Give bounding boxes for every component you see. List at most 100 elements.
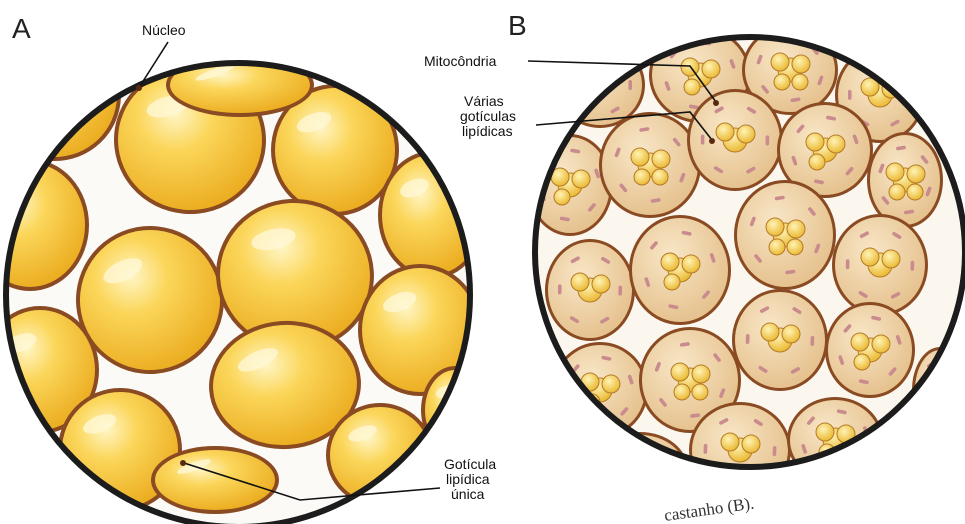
brown-adipocyte	[592, 432, 688, 508]
lipid-droplet	[692, 384, 708, 400]
lipid-droplet	[806, 133, 824, 151]
mitochondrion	[606, 455, 613, 466]
mitochondrion	[773, 446, 777, 456]
lipid-droplet	[155, 450, 275, 510]
lipid-droplet	[572, 170, 590, 188]
lipid-droplet	[782, 325, 800, 343]
mitochondrion	[854, 454, 863, 464]
lipid-droplet	[809, 154, 825, 170]
panel-b-letter: B	[508, 10, 527, 41]
mitochondrion	[571, 464, 578, 475]
lipid-droplet	[362, 268, 478, 392]
lipid-droplet	[889, 184, 905, 200]
mitochondrion	[956, 386, 960, 396]
mitochondrion	[810, 336, 814, 346]
brown-adipocyte	[689, 402, 791, 498]
lipid-droplet	[621, 453, 639, 471]
lipid-droplet	[631, 148, 649, 166]
mitochondrion	[639, 492, 649, 497]
lipid-droplet	[851, 333, 869, 351]
label-droplet-line3: única	[451, 486, 485, 502]
label-droplet-line2: lipídica	[446, 471, 490, 487]
lipid-droplet	[682, 255, 700, 273]
lipid-droplet	[557, 464, 573, 480]
label-single-droplet: Gotícula lipídica única	[444, 456, 496, 502]
lipid-droplet	[652, 150, 670, 168]
mitochondrion	[531, 445, 538, 456]
lipid-droplet	[581, 68, 599, 86]
droplet-highlight	[8, 54, 49, 88]
brown-adipocyte	[787, 397, 883, 483]
lipid-droplet	[642, 455, 660, 473]
lipid-droplet	[628, 458, 652, 482]
mitochondrion	[568, 439, 577, 449]
lipid-droplet	[557, 445, 575, 463]
label-multiple-droplets: Várias gotículas lipídicas	[460, 93, 516, 139]
mitochondrion	[943, 412, 954, 420]
label-droplets-line3: lipídicas	[462, 123, 513, 139]
brown-adipocyte	[732, 289, 828, 391]
lipid-droplet	[642, 474, 658, 490]
brown-adipocyte	[552, 342, 648, 438]
caption-fragment: castanho (B).	[663, 494, 755, 524]
lipid-droplet	[769, 239, 785, 255]
brown-adipocyte	[832, 214, 928, 316]
brown-fat-tissue-circle	[522, 25, 965, 508]
lipid-droplet	[886, 163, 904, 181]
lipid-droplet	[774, 74, 790, 90]
brown-adipocyte	[687, 89, 783, 191]
lipid-droplet	[661, 253, 679, 271]
mitochondrion	[610, 481, 619, 491]
lipid-droplet	[816, 423, 834, 441]
lipid-droplet	[592, 275, 610, 293]
mitochondrion	[566, 395, 573, 406]
mitochondrion	[746, 334, 750, 344]
white-adipocyte	[358, 264, 482, 396]
white-adipocyte	[151, 446, 279, 514]
mitochondrion	[766, 135, 770, 145]
mitochondrion	[823, 465, 834, 471]
lipid-droplet	[624, 474, 640, 490]
lipid-droplet	[792, 74, 808, 90]
lipid-droplet	[872, 335, 890, 353]
lipid-droplet	[539, 464, 555, 480]
mitochondrion	[908, 90, 912, 100]
label-nucleus: Núcleo	[142, 22, 186, 38]
mitochondrion	[944, 361, 954, 369]
lipid-droplet	[602, 375, 620, 393]
mitochondrion	[588, 419, 599, 425]
lipid-droplet	[861, 248, 879, 266]
lipid-droplet	[766, 218, 784, 236]
label-droplets-line1: Várias	[464, 93, 504, 109]
mitochondrion	[848, 90, 852, 100]
droplets-marker	[709, 138, 715, 144]
mitochondrion	[533, 470, 542, 480]
lipid-droplet	[721, 433, 739, 451]
label-mitochondria: Mitocôndria	[424, 53, 497, 69]
brown-adipocyte	[555, 42, 645, 128]
lipid-droplet	[907, 184, 923, 200]
mitochondrion	[751, 475, 762, 483]
lipid-droplet	[761, 323, 779, 341]
lipid-droplet	[652, 169, 668, 185]
lipid-droplet	[787, 239, 803, 255]
cytoplasm	[525, 425, 585, 495]
lipid-droplet	[571, 273, 589, 291]
mitochondrion	[558, 284, 562, 294]
lipid-droplet	[536, 443, 554, 461]
panel-a-letter: A	[12, 13, 31, 44]
lipid-droplet	[787, 220, 805, 238]
lipid-droplet	[702, 60, 720, 78]
cell-membrane	[522, 422, 588, 498]
droplet-marker	[180, 460, 186, 466]
lipid-droplet	[792, 55, 810, 73]
brown-adipocyte	[545, 239, 635, 341]
white-adipocyte	[326, 403, 434, 507]
label-droplet-line1: Gotícula	[444, 456, 496, 472]
mitochondrion	[618, 286, 622, 296]
mitochondrion	[628, 80, 632, 90]
lipid-droplet	[928, 378, 952, 402]
lipid-droplet	[742, 435, 760, 453]
lipid-droplet	[671, 363, 689, 381]
